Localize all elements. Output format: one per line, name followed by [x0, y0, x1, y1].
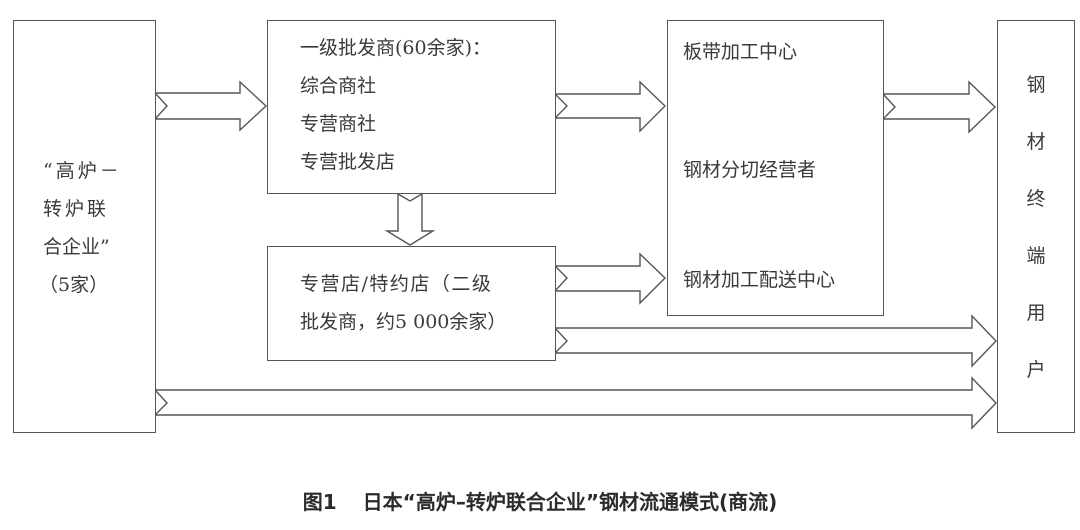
arrow-secondary-wholesaler-to-processing: [553, 252, 667, 305]
secondary-wholesaler-node: 专营店/特约店（二级 批发商，约5 000余家）: [267, 246, 556, 361]
arrow-producer-to-end-user: [153, 376, 997, 430]
primary-wholesaler-item: 专营商社: [300, 113, 377, 135]
processing-item-distribution-center: 钢材加工配送中心: [683, 269, 836, 291]
primary-wholesaler-item: 专营批发店: [300, 151, 396, 173]
end-user-char: 户: [1026, 359, 1046, 381]
end-user-char: 材: [1026, 131, 1046, 153]
secondary-wholesaler-line-2: 批发商，约5 000余家）: [300, 311, 507, 333]
arrow-processing-to-end-user: [881, 80, 997, 134]
primary-wholesaler-node: 一级批发商(60余家)： 综合商社 专营商社 专营批发店: [267, 20, 556, 194]
processing-item-strip-center: 板带加工中心: [683, 41, 798, 63]
producer-line-3: 合企业”: [43, 236, 110, 258]
producer-line-2: 转炉联: [43, 198, 110, 220]
processing-item-cutting-operator: 钢材分切经营者: [683, 159, 817, 181]
secondary-wholesaler-line-1: 专营店/特约店（二级: [300, 273, 493, 295]
primary-wholesaler-item: 综合商社: [300, 75, 377, 97]
end-user-char: 端: [1026, 245, 1046, 267]
arrow-primary-to-secondary-wholesaler: [384, 192, 436, 246]
arrow-producer-to-primary-wholesaler: [153, 80, 268, 132]
end-user-label: 钢 材 终 端 用 户: [997, 57, 1075, 399]
arrow-secondary-wholesaler-to-end-user: [553, 314, 997, 368]
producer-line-4: （5家）: [39, 274, 109, 296]
end-user-char: 钢: [1026, 74, 1046, 96]
producer-line-1: “高炉－: [43, 160, 122, 182]
figure-number: 图1: [302, 490, 337, 514]
end-user-node: 钢 材 终 端 用 户: [997, 20, 1075, 433]
end-user-char: 用: [1026, 302, 1046, 324]
primary-wholesaler-title: 一级批发商(60余家)：: [300, 37, 492, 59]
arrow-primary-wholesaler-to-processing: [553, 80, 667, 133]
figure-caption: 图1 日本“高炉–转炉联合企业”钢材流通模式(商流): [0, 486, 1080, 515]
producer-node: “高炉－ 转炉联 合企业” （5家）: [13, 20, 156, 433]
end-user-char: 终: [1026, 188, 1046, 210]
figure-title: 日本“高炉–转炉联合企业”钢材流通模式(商流): [362, 490, 778, 514]
processing-node: 板带加工中心 钢材分切经营者 钢材加工配送中心: [667, 20, 884, 316]
